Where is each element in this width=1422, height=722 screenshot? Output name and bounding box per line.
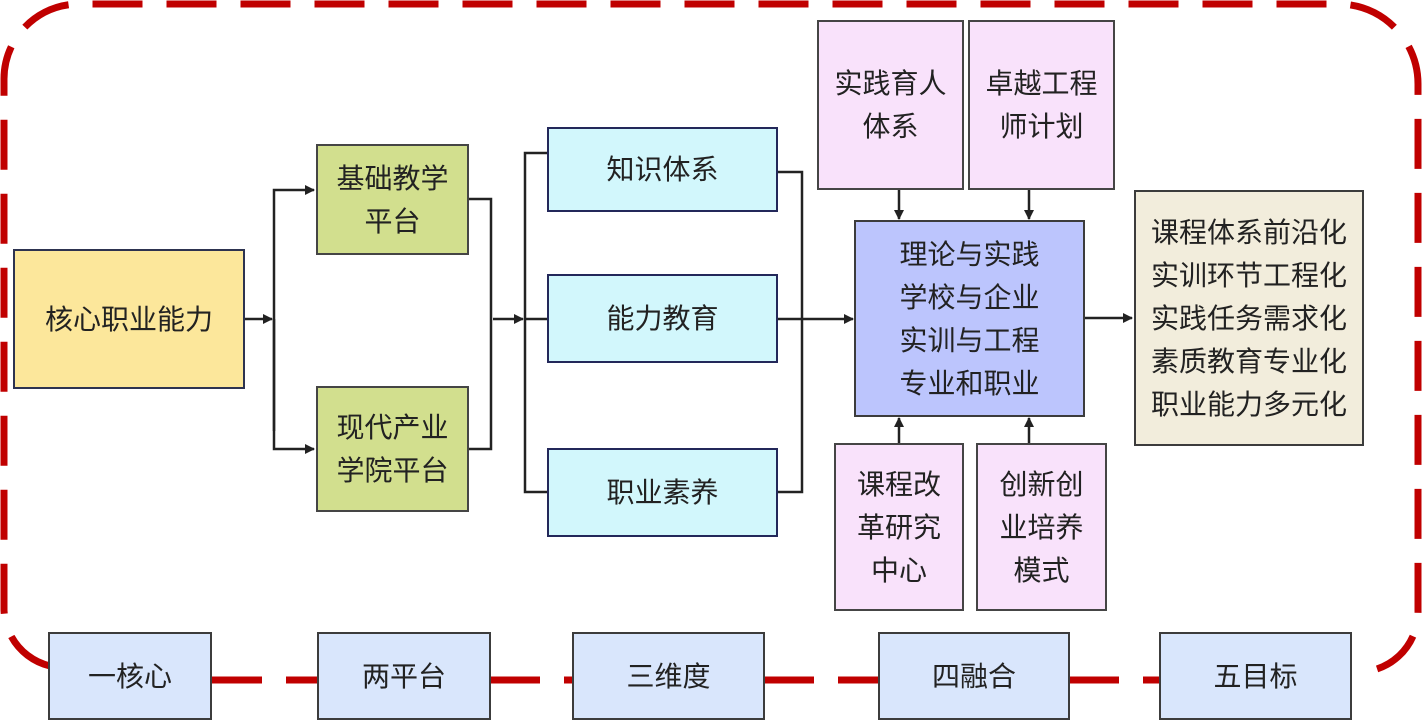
stage-text: 五目标 [1213,659,1298,693]
platform-text: 基础教学 平台 [336,161,449,238]
stage-label-one-core: 一核心 [48,632,212,720]
stage-text: 两平台 [361,659,446,693]
stage-text: 三维度 [626,659,711,693]
support-excellent-engineer-plan: 卓越工程 师计划 [968,20,1115,190]
stage-text: 四融合 [931,659,1016,693]
core-ability-box: 核心职业能力 [13,249,245,389]
dimension-text: 能力教育 [606,302,719,335]
support-curriculum-reform-center: 课程改 革研究 中心 [834,443,964,611]
dimension-knowledge-system: 知识体系 [547,127,778,212]
core-ability-text: 核心职业能力 [44,302,213,336]
platform-basic-teaching: 基础教学 平台 [316,144,469,255]
stage-label-three-dimensions: 三维度 [572,632,765,720]
support-text: 创新创 业培养 模式 [999,467,1084,587]
support-text: 实践育人 体系 [834,67,947,143]
support-practice-education-system: 实践育人 体系 [817,20,964,190]
stage-label-five-goals: 五目标 [1159,632,1352,720]
dimension-professional-quality: 职业素养 [547,448,778,537]
fusion-text: 理论与实践 学校与企业 实训与工程 专业和职业 [899,237,1040,400]
dimension-text: 知识体系 [606,153,719,186]
dimension-text: 职业素养 [606,476,719,509]
stage-label-four-fusions: 四融合 [878,632,1070,720]
support-innovation-entrepreneurship-mode: 创新创 业培养 模式 [976,443,1107,611]
stage-label-two-platforms: 两平台 [317,632,491,720]
support-text: 课程改 革研究 中心 [856,467,941,587]
goals-text: 课程体系前沿化 实训环节工程化 实践任务需求化 素质教育专业化 职业能力多元化 [1150,215,1347,421]
dimension-ability-education: 能力教育 [547,274,778,363]
connectors [244,151,1133,494]
stage-text: 一核心 [87,659,172,693]
platform-text: 现代产业 学院平台 [336,411,449,487]
fusion-box: 理论与实践 学校与企业 实训与工程 专业和职业 [854,220,1085,417]
support-text: 卓越工程 师计划 [985,67,1098,143]
goals-box: 课程体系前沿化 实训环节工程化 实践任务需求化 素质教育专业化 职业能力多元化 [1134,190,1364,446]
platform-modern-industry-college: 现代产业 学院平台 [316,386,469,512]
